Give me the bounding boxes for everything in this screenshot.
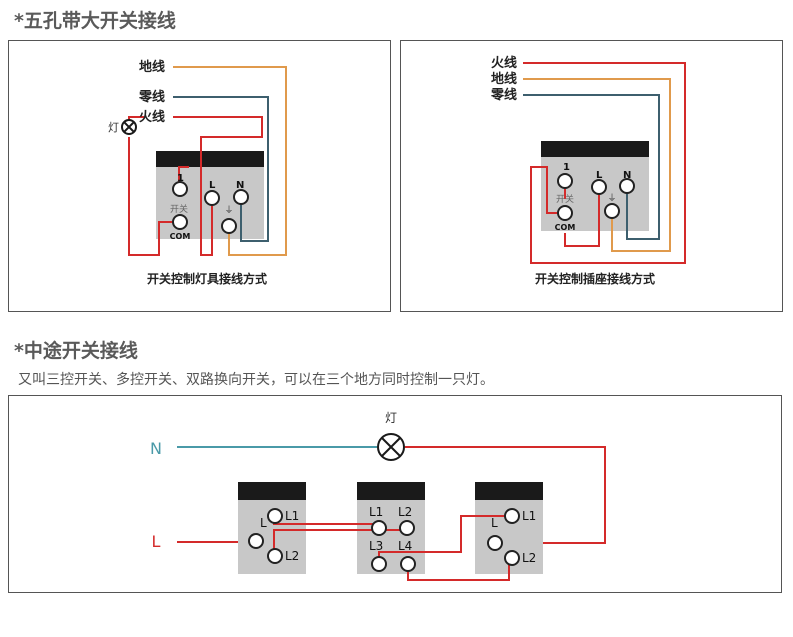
socket-wiring-diagram: 火线 地线 零线 1 L N ⏚ 开关 COM 开关控制插座接线方式 [490,55,686,286]
section-title-five-hole-switch: *五孔带大开关接线 [14,10,176,32]
switch-mid-terminal-l1 [371,520,387,536]
switch-socket-top [156,151,264,167]
switch-right-l1-label: L1 [522,509,536,523]
socket-ground-symbol-icon: ⏚ [607,193,616,204]
switch-left-l2-label: L2 [285,549,299,563]
terminal-com [172,214,188,230]
switch-right-l-label: L [491,516,498,530]
socket-terminal-l-label: L [596,170,603,181]
socket-switch-label: 开关 [556,193,574,205]
diagram-panel-three-way: N 灯 L L L1 L2 L1 L2 L3 [8,395,782,593]
lamp-label: 灯 [108,121,119,134]
section-title-intermediate-switch: *中途开关接线 [14,340,138,362]
switch-left-l-label: L [260,516,267,530]
live-wire-label: 火线 [139,109,165,125]
socket-live-label: 火线 [491,55,517,71]
socket-com-label: COM [555,223,576,232]
socket-neutral-label: 零线 [490,87,517,103]
com-label: COM [170,232,191,241]
section-subtitle: 又叫三控开关、多控开关、双路换向开关，可以在三个地方同时控制一只灯。 [18,372,494,388]
terminal-1 [172,181,188,197]
ground-wire [173,66,287,256]
switch-right-terminal-l1 [504,508,520,524]
three-way-wiring-diagram: N 灯 L L L1 L2 L1 L2 L3 [150,411,606,581]
switch-mid-l1-label: L1 [369,505,383,519]
n-line-label: N [150,439,162,458]
switch-left-terminal-l1 [267,508,283,524]
switch-mid-l4-label: L4 [398,539,412,553]
lamp-wiring-diagram: 灯 地线 零线 火线 1 L N ⏚ 开关 COM 开关控制灯具接线方式 [108,59,287,286]
switch-mid-l3-label: L3 [369,539,383,553]
diagram-panel-socket-wiring: 火线 地线 零线 1 L N ⏚ 开关 COM 开关控制插座接线方式 [400,40,783,312]
socket-terminal-n [619,178,635,194]
diagram-panel-lamp-wiring: 灯 地线 零线 火线 1 L N ⏚ 开关 COM 开关控制灯具接线方式 [8,40,391,312]
switch-right-terminal-l2 [504,550,520,566]
switch-right-l2-label: L2 [522,551,536,565]
terminal-n-label: N [236,180,244,191]
terminal-n [233,189,249,205]
lamp-wiring-caption: 开关控制灯具接线方式 [147,271,267,286]
socket-live-wire [523,62,686,264]
switch-right-top [475,482,543,500]
socket-terminal-1 [557,173,573,189]
switch-mid-l2-label: L2 [398,505,412,519]
terminal-ground [221,218,237,234]
switch-left-l1-label: L1 [285,509,299,523]
switch-mid-terminal-l4 [400,556,416,572]
neutral-wire-label: 零线 [138,89,165,105]
socket-terminal-n-label: N [623,170,631,181]
socket-terminal-l [591,179,607,195]
live-wire [173,116,263,256]
lamp-label: 灯 [385,411,397,425]
lamp-to-switch-wire [405,446,606,544]
socket-ground-label: 地线 [491,71,517,87]
l-line-label: L [152,532,161,551]
switch-left-top [238,482,306,500]
socket-ground-wire [523,78,671,252]
switch-right-terminal-l [487,535,503,551]
terminal-l [204,190,220,206]
socket-wiring-caption: 开关控制插座接线方式 [535,271,655,286]
socket-com-link [564,187,600,247]
terminal-1-link [178,166,189,184]
lamp-return-wire [128,137,175,256]
socket-terminal-com [557,205,573,221]
switch-left-terminal-l [248,533,264,549]
terminal-l-label: L [209,180,216,191]
ground-symbol-icon: ⏚ [224,205,233,216]
socket-switch-top [541,141,649,157]
switch-mid-terminal-l3 [371,556,387,572]
terminal-1-label: 1 [177,173,184,184]
switch-label: 开关 [170,203,188,215]
socket-terminal-1-label: 1 [563,162,570,173]
neutral-wire [173,96,269,242]
socket-terminal-ground [604,203,620,219]
socket-neutral-wire [523,94,660,240]
switch-left-terminal-l2 [267,548,283,564]
switch-mid-top [357,482,425,500]
switch-mid-terminal-l2 [399,520,415,536]
wire-mid-l3-to-right-l1 [378,515,509,562]
ground-wire-label: 地线 [139,59,165,75]
